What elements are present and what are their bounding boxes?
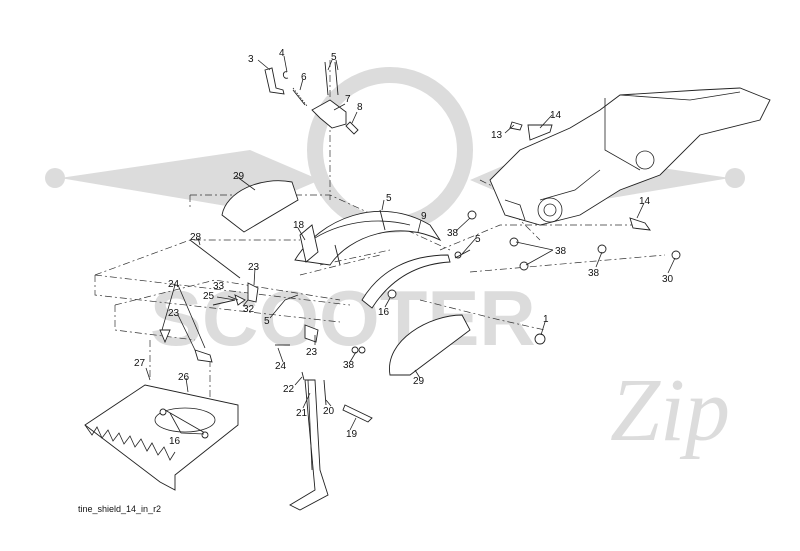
callout: 14 (550, 110, 562, 121)
callout: 27 (134, 358, 146, 369)
callout: 5 (475, 234, 481, 245)
callout: 9 (421, 211, 427, 222)
callout: 16 (378, 307, 390, 318)
callouts: 1 3 4 5 5 5 5 6 7 8 9 13 14 14 16 16 18 … (134, 48, 674, 447)
construction-lines (94, 60, 666, 420)
callout: 18 (293, 220, 305, 231)
callout: 38 (555, 246, 567, 257)
depth-stake (289, 379, 373, 511)
callout: 8 (357, 102, 363, 113)
callout: 33 (213, 281, 225, 292)
callout: 23 (306, 347, 318, 358)
bracket-assembly (264, 61, 359, 135)
watermark-dot-right (725, 168, 745, 188)
callout: 38 (343, 360, 355, 371)
callout: 25 (203, 291, 215, 302)
callout: 5 (386, 193, 392, 204)
callout: 1 (543, 314, 549, 325)
callout: 21 (296, 408, 308, 419)
callout: 38 (588, 268, 600, 279)
callout: 19 (346, 429, 358, 440)
callout: 6 (301, 72, 307, 83)
callout: 28 (190, 232, 202, 243)
watermark-script: Zip (610, 361, 730, 460)
callout: 23 (168, 308, 180, 319)
callout: 23 (248, 262, 260, 273)
callout: 5 (264, 316, 270, 327)
callout: 5 (331, 52, 337, 63)
callout: 32 (243, 304, 255, 315)
callout: 14 (639, 196, 651, 207)
callout: 22 (283, 384, 295, 395)
callout: 16 (169, 436, 181, 447)
callout: 4 (279, 48, 285, 59)
tine-shield (294, 211, 451, 309)
watermark-word: SCOOTER (150, 274, 536, 362)
callout: 30 (662, 274, 674, 285)
callout: 26 (178, 372, 190, 383)
callout: 20 (323, 406, 335, 417)
callout: 29 (413, 376, 425, 387)
callout: 38 (447, 228, 459, 239)
transmission-housing (489, 87, 771, 226)
deflector-shields (221, 180, 471, 376)
diagram-caption: tine_shield_14_in_r2 (78, 504, 161, 514)
callout: 3 (248, 54, 254, 65)
leader-lines (145, 55, 676, 435)
watermark-dot-left (45, 168, 65, 188)
callout: 13 (491, 130, 503, 141)
callout: 7 (345, 94, 351, 105)
callout: 24 (168, 279, 180, 290)
callout: 29 (233, 171, 245, 182)
callout: 24 (275, 361, 287, 372)
hinge-flap (84, 384, 239, 491)
